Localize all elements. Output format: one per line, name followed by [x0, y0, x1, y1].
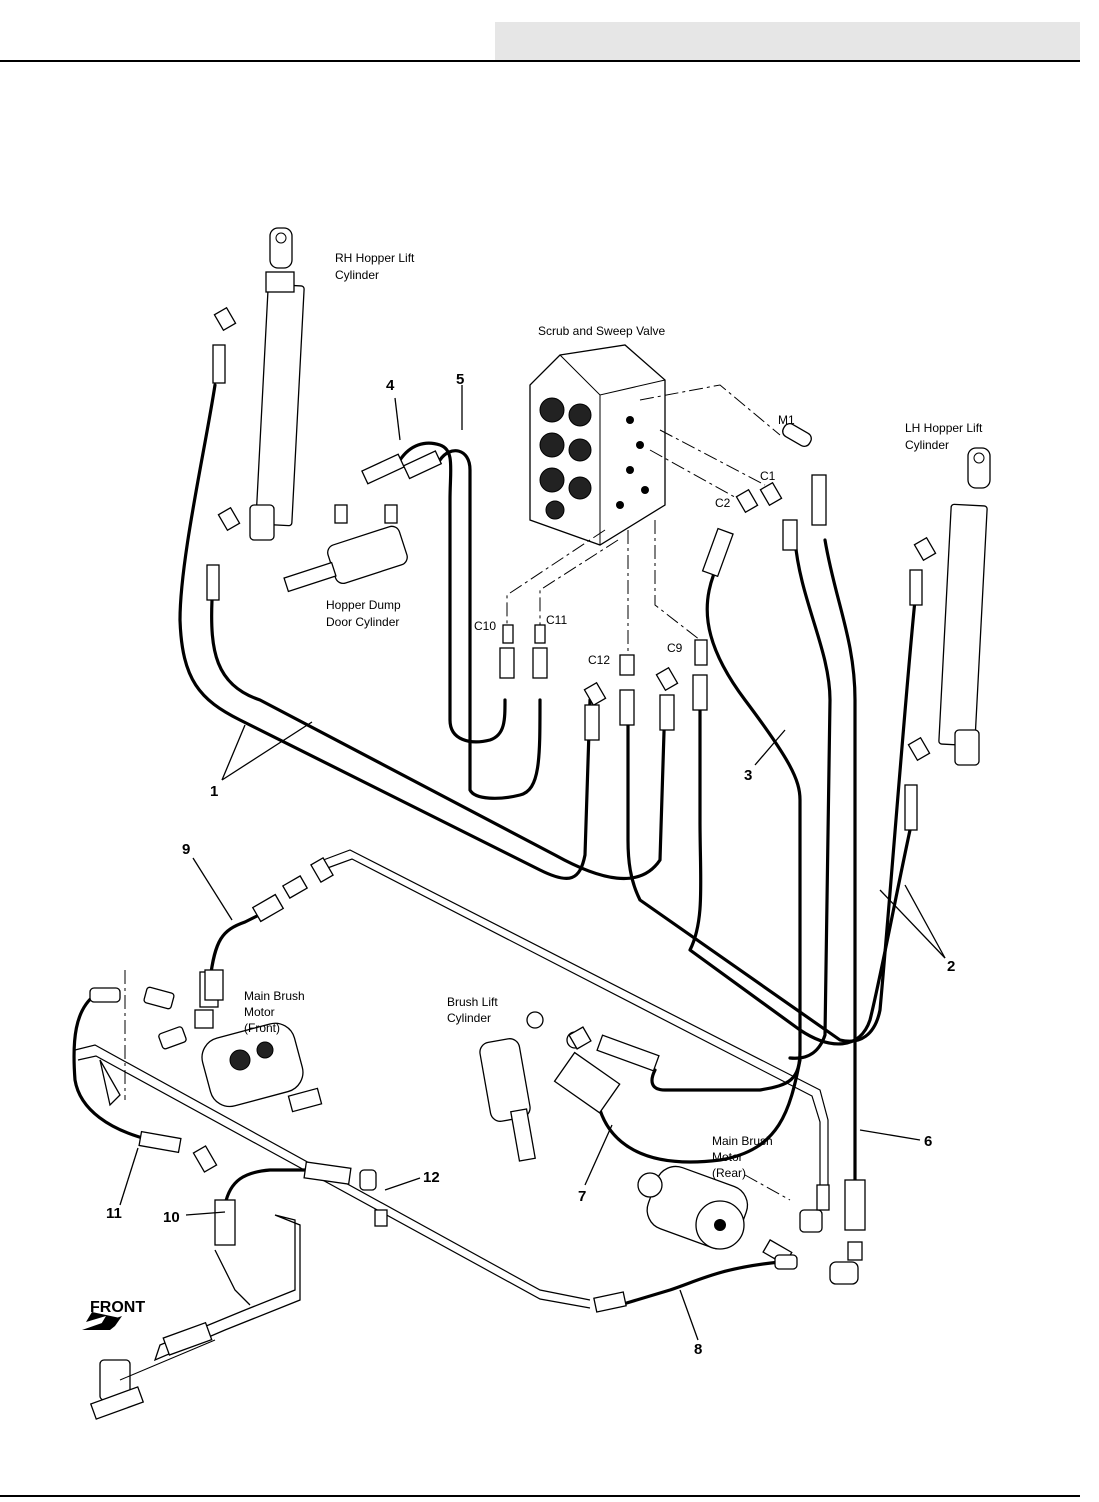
- callout-3: 3: [744, 767, 752, 784]
- rear-motor-label-2: Motor: [712, 1150, 743, 1164]
- dump-cylinder-label-1: Hopper Dump: [326, 598, 401, 612]
- main-brush-motor-rear: [637, 1165, 866, 1285]
- hose-8: [618, 1260, 782, 1307]
- callout-7: 7: [578, 1188, 586, 1205]
- scrub-sweep-valve: [529, 344, 666, 546]
- front-arrow-icon: [82, 1312, 122, 1330]
- valve-label: Scrub and Sweep Valve: [538, 324, 666, 338]
- hose-9: [208, 910, 267, 982]
- brush-lift-label-1: Brush Lift: [447, 995, 498, 1009]
- hopper-dump-door-cylinder: [283, 450, 443, 593]
- brush-lift-label-2: Cylinder: [447, 1011, 491, 1025]
- callout-4: 4: [386, 377, 395, 394]
- header-rule: [0, 60, 1080, 62]
- port-c12: C12: [588, 653, 610, 667]
- front-motor-label-1: Main Brush: [244, 989, 305, 1003]
- port-c11: C11: [546, 613, 567, 627]
- front-label: FRONT: [90, 1299, 145, 1316]
- header-bar: [495, 22, 1080, 60]
- rear-motor-label-3: (Rear): [712, 1166, 746, 1180]
- hose-fittings: [138, 856, 798, 1313]
- leader-lines: [119, 385, 946, 1341]
- valve-fittings: [499, 422, 827, 741]
- rh-cylinder-label-1: RH Hopper Lift: [335, 251, 415, 265]
- lh-cylinder-label-1: LH Hopper Lift: [905, 421, 983, 435]
- callout-11: 11: [106, 1205, 122, 1222]
- callout-5: 5: [456, 371, 464, 388]
- hose-6: [823, 538, 857, 1182]
- callout-6: 6: [924, 1133, 932, 1150]
- brush-lift-cylinder: [479, 1011, 660, 1162]
- callout-9: 9: [182, 841, 190, 858]
- lh-hopper-lift-cylinder: [904, 447, 991, 831]
- hose-10: [223, 1168, 307, 1207]
- dump-cylinder-label-2: Door Cylinder: [326, 615, 399, 629]
- rh-cylinder-label-2: Cylinder: [335, 268, 379, 282]
- steel-tube-upper: [317, 849, 829, 1190]
- callout-12: 12: [423, 1169, 440, 1186]
- hose-2: [626, 598, 917, 1046]
- hose-4-5: [398, 441, 542, 800]
- port-c1: C1: [760, 469, 776, 483]
- front-motor-label-2: Motor: [244, 1005, 275, 1019]
- port-c10: C10: [474, 619, 496, 633]
- port-m1: M1: [778, 413, 795, 427]
- hose-11: [72, 993, 152, 1142]
- valve-port-lines: [124, 384, 791, 1201]
- callout-2: 2: [947, 958, 955, 975]
- footer-rule: [0, 1495, 1080, 1497]
- port-c2: C2: [715, 496, 731, 510]
- hose-1: [178, 383, 667, 881]
- port-c9: C9: [667, 641, 683, 655]
- hose-3b: [788, 538, 832, 1060]
- callout-1: 1: [210, 783, 218, 800]
- frame-bracket: [89, 1059, 301, 1420]
- hose-3: [650, 558, 802, 1092]
- rh-hopper-lift-cylinder: [206, 227, 305, 601]
- callout-8: 8: [694, 1341, 702, 1358]
- hose-7: [598, 1058, 802, 1164]
- callout-10: 10: [163, 1209, 180, 1226]
- rear-motor-label-1: Main Brush: [712, 1134, 773, 1148]
- front-motor-label-3: (Front): [244, 1021, 280, 1035]
- lh-cylinder-label-2: Cylinder: [905, 438, 949, 452]
